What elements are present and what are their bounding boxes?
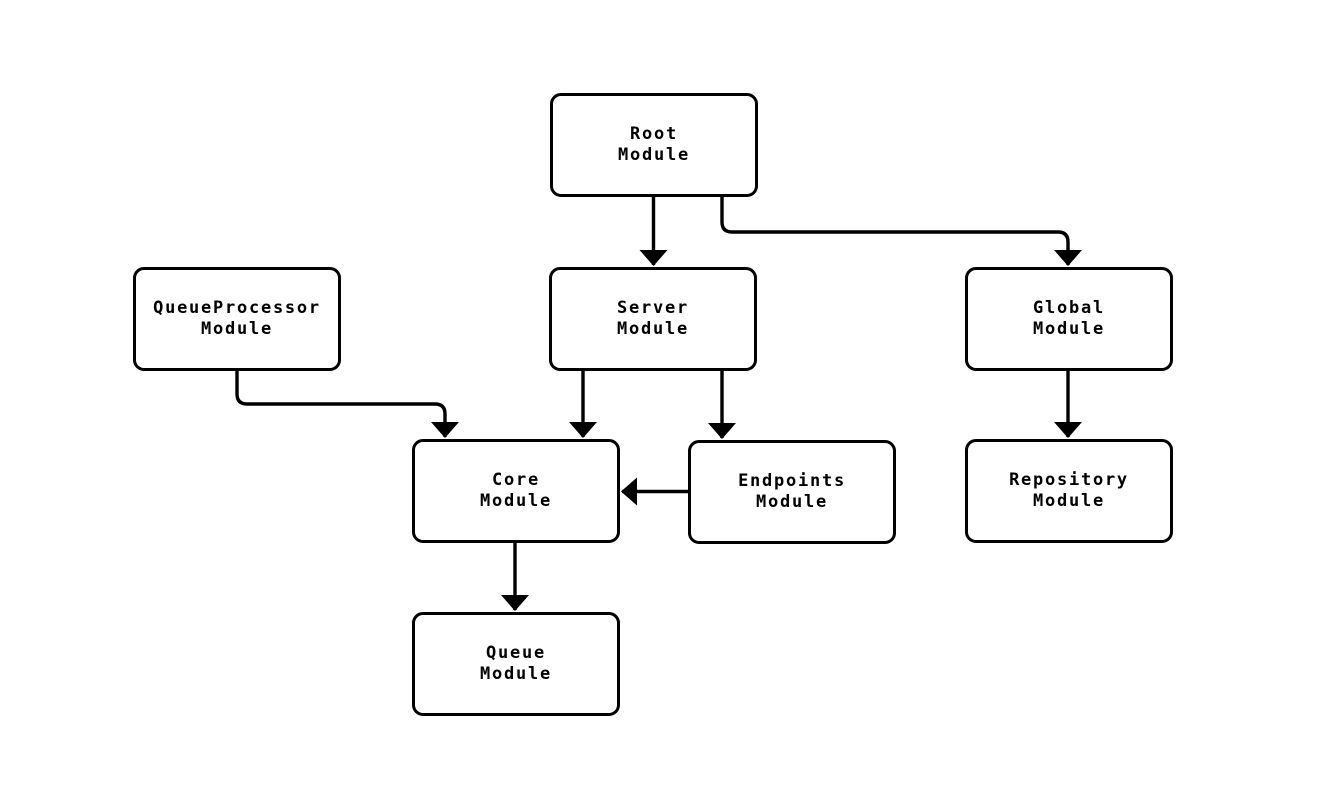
node-core-module: Core Module (412, 439, 620, 543)
node-queueprocessor-module: QueueProcessor Module (133, 267, 341, 371)
node-root-module: Root Module (550, 93, 758, 197)
node-queueprocessor-module-label: QueueProcessor Module (153, 298, 321, 339)
node-global-module-label: Global Module (1033, 298, 1105, 339)
node-repository-module-label: Repository Module (1009, 470, 1129, 511)
edge-queueprocessor-to-core (235, 371, 459, 438)
node-global-module: Global Module (965, 267, 1173, 371)
node-server-module-label: Server Module (617, 298, 689, 339)
node-repository-module: Repository Module (965, 439, 1173, 543)
node-server-module: Server Module (549, 267, 757, 371)
node-core-module-label: Core Module (480, 470, 552, 511)
node-endpoints-module: Endpoints Module (688, 440, 896, 544)
edge-root-to-global (720, 197, 1082, 266)
node-queue-module-label: Queue Module (480, 643, 552, 684)
node-root-module-label: Root Module (618, 124, 690, 165)
node-queue-module: Queue Module (412, 612, 620, 716)
node-endpoints-module-label: Endpoints Module (738, 471, 846, 512)
